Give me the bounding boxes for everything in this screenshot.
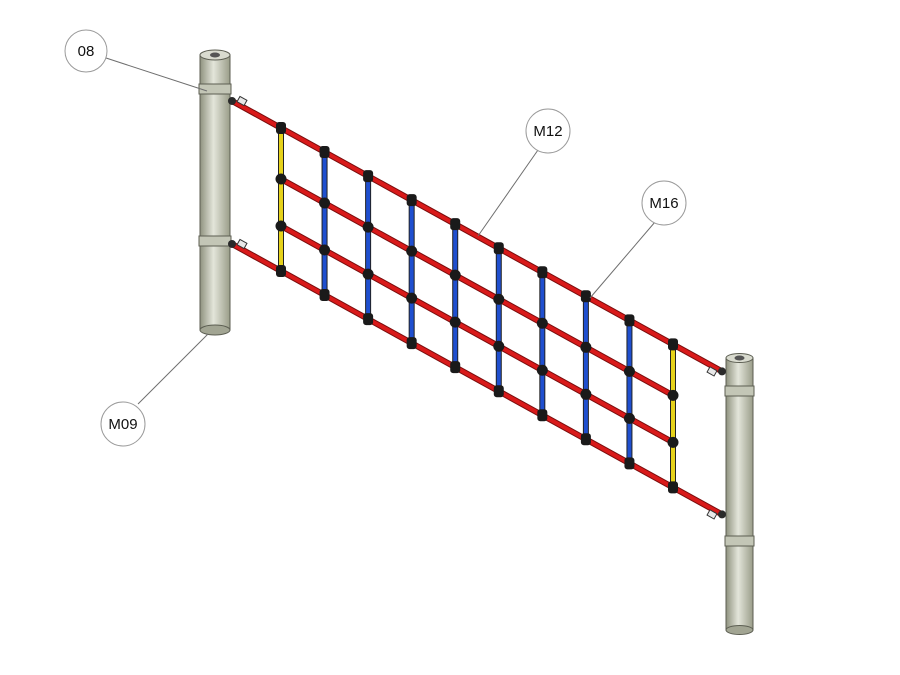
- cross-joint: [623, 412, 635, 424]
- end-clamp: [624, 314, 635, 327]
- horizontal-rope: [279, 224, 675, 445]
- cross-joint: [536, 364, 548, 376]
- cross-joint: [536, 317, 548, 329]
- callout-m09: M09: [100, 333, 209, 447]
- callout-bubble: [100, 401, 146, 447]
- end-clamp: [276, 122, 286, 134]
- left-post: [198, 49, 232, 336]
- callout-bubble: [525, 108, 571, 154]
- end-clamp: [276, 265, 286, 277]
- cross-joint: [493, 340, 505, 352]
- cross-joint: [362, 221, 374, 233]
- end-clamp: [624, 457, 635, 470]
- rope-ferrule: [236, 95, 248, 107]
- end-clamp: [363, 313, 374, 326]
- end-clamp: [668, 338, 678, 351]
- cross-joint: [362, 268, 374, 280]
- cross-joint: [449, 316, 461, 328]
- callout-m12: M12: [477, 108, 571, 237]
- end-clamp: [363, 170, 374, 183]
- end-clamp: [406, 337, 417, 350]
- callout-label: M09: [108, 416, 137, 433]
- cross-joint: [319, 197, 331, 209]
- leader-line: [589, 221, 656, 299]
- cross-joint: [580, 341, 592, 353]
- callout-label: M16: [649, 195, 678, 212]
- leader-line: [477, 149, 539, 237]
- climbing-net: [228, 95, 726, 520]
- callout-m16: M16: [589, 180, 687, 299]
- end-clamp: [668, 481, 678, 494]
- callout-08: 08: [64, 29, 208, 92]
- end-clamp: [580, 433, 591, 446]
- shackle: [228, 239, 236, 248]
- end-clamp: [493, 242, 504, 255]
- cross-joint: [493, 293, 505, 305]
- cross-joint: [275, 220, 287, 232]
- cross-joint: [319, 244, 331, 256]
- cross-joint: [449, 269, 461, 281]
- shackle: [228, 96, 236, 105]
- rope-ferrule: [706, 366, 718, 377]
- end-clamp: [493, 385, 504, 398]
- cross-joint: [580, 388, 592, 400]
- end-clamp: [319, 146, 330, 159]
- callout-label: M12: [533, 123, 562, 140]
- cross-joint: [667, 389, 679, 401]
- end-clamp: [580, 290, 591, 303]
- cross-joint: [623, 365, 635, 377]
- shackle: [718, 367, 726, 376]
- callout-bubble: [641, 180, 687, 226]
- end-clamp: [450, 361, 461, 374]
- horizontal-rope: [279, 177, 675, 398]
- callout-bubble: [64, 29, 108, 73]
- horizontal-rope: [230, 98, 724, 374]
- cross-joint: [275, 173, 287, 185]
- leader-line: [137, 333, 209, 405]
- rope-ferrule: [236, 238, 248, 250]
- horizontal-rope: [230, 241, 724, 517]
- cross-joint: [406, 245, 418, 257]
- leader-line: [102, 56, 208, 92]
- cross-joint: [406, 292, 418, 304]
- cross-joint: [667, 436, 679, 448]
- callout-label: 08: [78, 43, 95, 60]
- shackle: [718, 510, 726, 519]
- end-clamp: [537, 266, 548, 279]
- end-clamp: [537, 409, 548, 422]
- end-clamp: [450, 218, 461, 231]
- end-clamp: [406, 194, 417, 207]
- right-post: [724, 353, 755, 635]
- rope-ferrule: [706, 509, 718, 520]
- end-clamp: [319, 289, 330, 302]
